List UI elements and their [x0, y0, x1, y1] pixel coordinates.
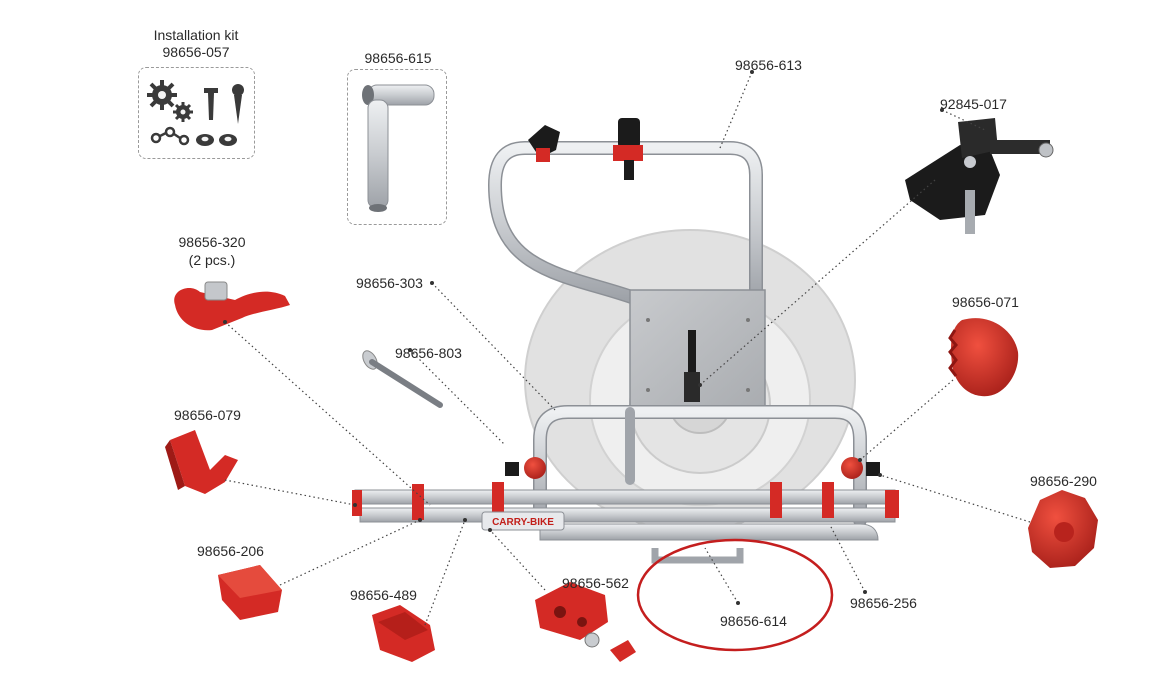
tube-wrench: [362, 84, 435, 212]
part-label-98656-615: 98656-615: [364, 50, 432, 66]
part-label-98656-614: 98656-614: [720, 613, 787, 629]
part-label-98656-079: 98656-079: [174, 407, 241, 423]
part-label-92845-017: 92845-017: [940, 96, 1007, 112]
highlight-circle: [636, 538, 834, 652]
installation-kit-code: 98656-057: [162, 44, 230, 60]
black-lock: [905, 118, 1054, 234]
chain-link-icon: [150, 126, 190, 146]
part-label-98656-303: 98656-303: [356, 275, 423, 291]
bike-rails: CARRY-BIKE: [352, 482, 899, 541]
installation-kit-title: Installation kit: [153, 27, 239, 43]
red-strap: [174, 281, 290, 331]
screw-icon: [204, 88, 218, 120]
carrier-brand-text: CARRY-BIKE: [492, 517, 554, 528]
nut-icon: [196, 134, 214, 146]
gear-icon: [173, 102, 193, 122]
red-clamp-block: [535, 582, 636, 662]
top-clamp-right: [613, 118, 643, 180]
nut-icon: [219, 134, 237, 146]
installation-kit-box: [138, 67, 255, 159]
part-label-98656-562: 98656-562: [562, 575, 629, 591]
lower-frame: [533, 405, 867, 527]
part-label-98656-256: 98656-256: [850, 595, 917, 611]
part-label-98656-489: 98656-489: [350, 587, 417, 603]
part-label-98656-613: 98656-613: [735, 57, 802, 73]
knob-left: [524, 457, 546, 479]
toothed-knob: [948, 318, 1019, 397]
part-label-98656-803: 98656-803: [395, 345, 462, 361]
part-label-98656-071: 98656-071: [952, 294, 1019, 310]
upper-frame: [488, 141, 763, 307]
star-knob: [1028, 490, 1098, 568]
part-label-98656-290: 98656-290: [1030, 473, 1097, 489]
part-label-98656-206: 98656-206: [197, 543, 264, 559]
lower-hoop: [651, 548, 744, 564]
gear-icon: [147, 80, 177, 110]
screw-icon: [232, 84, 244, 124]
wrench-box: [347, 69, 447, 225]
leader-lines: [224, 71, 1031, 626]
end-cap: [218, 565, 282, 620]
leader-dots: [223, 70, 944, 605]
part-quantity-98656-320: (2 pcs.): [188, 252, 236, 268]
red-cover: [372, 605, 435, 662]
mounting-plate: [629, 289, 766, 411]
installation-kit-icons: [147, 80, 244, 146]
knob-right: [841, 457, 863, 479]
long-bolt: [362, 350, 443, 408]
red-cradle: [165, 430, 238, 494]
top-clamp-left: [528, 125, 560, 162]
part-label-98656-320: 98656-320: [178, 234, 246, 250]
